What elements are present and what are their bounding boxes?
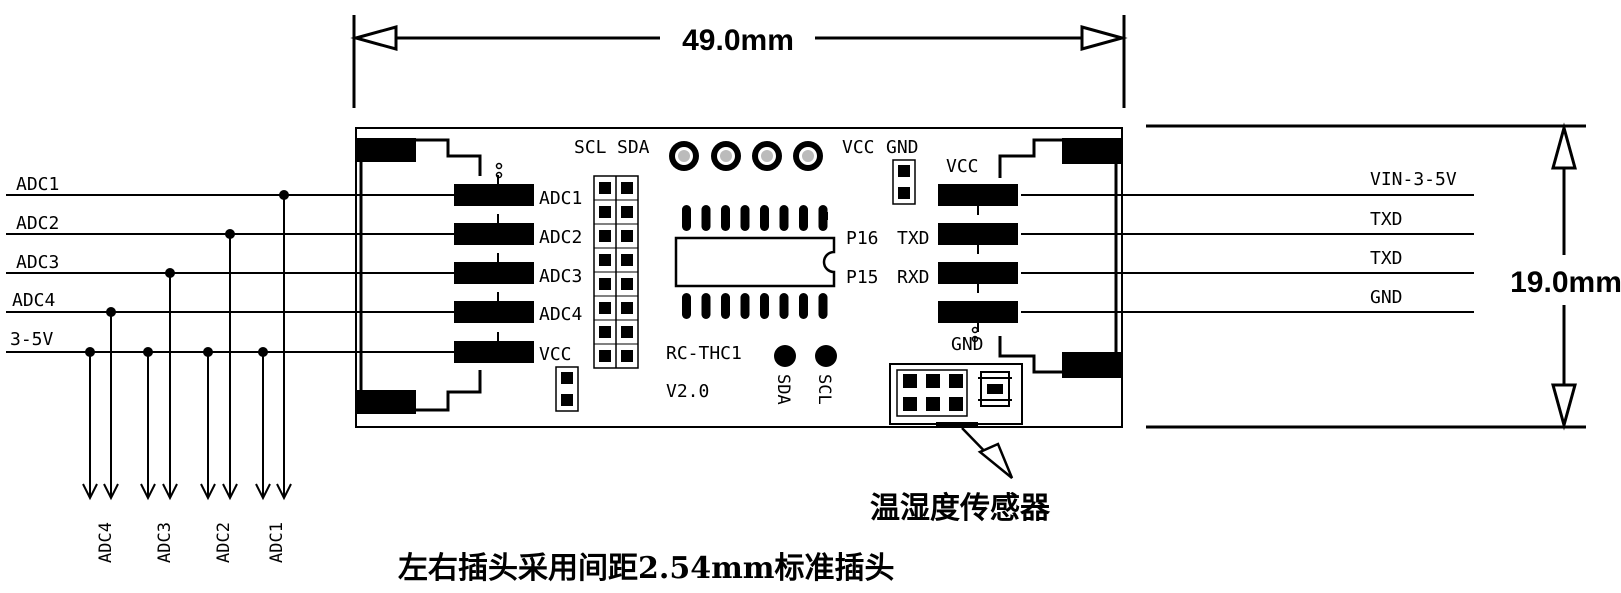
left-wiring-labels: ADC1 ADC2 ADC3 ADC4 3-5V ADC4 ADC3 ADC2 …: [10, 174, 287, 563]
wire-label-adc1: ADC1: [16, 174, 59, 195]
grid-pad: [621, 302, 633, 314]
left-pin-label: ADC2: [539, 227, 582, 248]
bottom-label-adc2: ADC2: [214, 522, 234, 563]
sda-pad: [774, 345, 796, 367]
left-header-pad: [454, 301, 534, 323]
arrow-left-icon: [350, 25, 398, 51]
width-dimension: 49.0mm: [350, 15, 1128, 108]
grid-pad: [621, 182, 633, 194]
wire-label-adc2: ADC2: [16, 213, 59, 234]
bottom-label-adc1: ADC1: [267, 522, 287, 563]
sda-pad-label: SDA: [773, 374, 793, 405]
vcc-label: VCC: [842, 137, 875, 158]
arrow-up-icon: [1551, 122, 1577, 170]
grid-pad: [599, 182, 611, 194]
sensor-label: 温湿度传感器: [870, 491, 1051, 526]
arrow-down-icon: [1551, 383, 1577, 431]
round-pads: [669, 141, 823, 171]
right-wiring: VIN-3-5V TXD TXD GND: [1021, 169, 1474, 313]
sda-label: SDA: [617, 137, 650, 158]
left-header-pad: [454, 341, 534, 363]
right-header-pad: [938, 184, 1018, 206]
height-label: 19.0mm: [1510, 266, 1621, 299]
right-header-pad: [938, 301, 1018, 323]
left-pin-label: ADC3: [539, 266, 582, 287]
grid-pad: [599, 302, 611, 314]
grid-pad: [599, 230, 611, 242]
model-label: RC-THC1: [666, 343, 742, 364]
grid-pad: [599, 254, 611, 266]
connector-note: 左右插头采用间距2.54mm标准插头: [398, 551, 895, 586]
scl-pad: [815, 345, 837, 367]
scl-pad-label: SCL: [814, 374, 834, 405]
width-label: 49.0mm: [682, 24, 794, 57]
two-pad-block-right: [892, 159, 916, 205]
right-wire-label-gnd: GND: [1370, 287, 1403, 308]
two-pad-block-left: [555, 366, 579, 412]
scl-label: SCL: [574, 137, 607, 158]
grid-pad: [621, 350, 633, 362]
left-pin-labels: ADC1 ADC2 ADC3 ADC4 VCC: [539, 188, 582, 365]
grid-pad: [621, 230, 633, 242]
grid-pad: [599, 206, 611, 218]
left-pin-label: ADC4: [539, 304, 582, 325]
right-wire-label-txd-2: TXD: [1370, 248, 1403, 269]
right-header-pad: [938, 262, 1018, 284]
left-pin-label: VCC: [539, 344, 572, 365]
grid-pad: [599, 326, 611, 338]
arrow-right-icon: [1080, 25, 1128, 51]
right-wire-label-vin: VIN-3-5V: [1370, 169, 1457, 190]
right-wire-label-txd: TXD: [1370, 209, 1403, 230]
chip-pin-p15: P15: [846, 267, 879, 288]
left-header-pad: [454, 184, 534, 206]
grid-pad: [621, 206, 633, 218]
left-wiring: [6, 190, 454, 501]
grid-pad: [621, 326, 633, 338]
chip-pin-p16: P16: [846, 228, 879, 249]
rxd-board-label: RXD: [897, 267, 930, 288]
right-header-pad: [938, 223, 1018, 245]
right-connector-housing: [998, 138, 1122, 378]
wire-label-vcc: 3-5V: [10, 329, 54, 350]
gnd-label: GND: [886, 137, 919, 158]
right-vcc-label: VCC: [946, 156, 979, 177]
bottom-label-adc3: ADC3: [155, 522, 175, 563]
right-header-pads: [938, 184, 1018, 332]
right-gnd-label: GND: [951, 334, 984, 355]
pad-grid: [593, 175, 639, 369]
left-header-pad: [454, 223, 534, 245]
grid-pad: [599, 278, 611, 290]
mcu-chip: [674, 205, 836, 319]
height-dimension: 19.0mm: [1146, 122, 1621, 431]
sensor-pointer-arrow: [961, 427, 1014, 479]
wire-label-adc3: ADC3: [16, 252, 59, 273]
version-label: V2.0: [666, 381, 709, 402]
sensor-block: [889, 363, 1023, 426]
grid-pad: [621, 278, 633, 290]
bottom-label-adc4: ADC4: [96, 522, 116, 563]
grid-pad: [621, 254, 633, 266]
wire-label-adc4: ADC4: [12, 290, 55, 311]
left-header-pad: [454, 262, 534, 284]
left-pin-label: ADC1: [539, 188, 582, 209]
left-header-pads: [454, 175, 534, 363]
txd-board-label: TXD: [897, 228, 930, 249]
grid-pad: [599, 350, 611, 362]
